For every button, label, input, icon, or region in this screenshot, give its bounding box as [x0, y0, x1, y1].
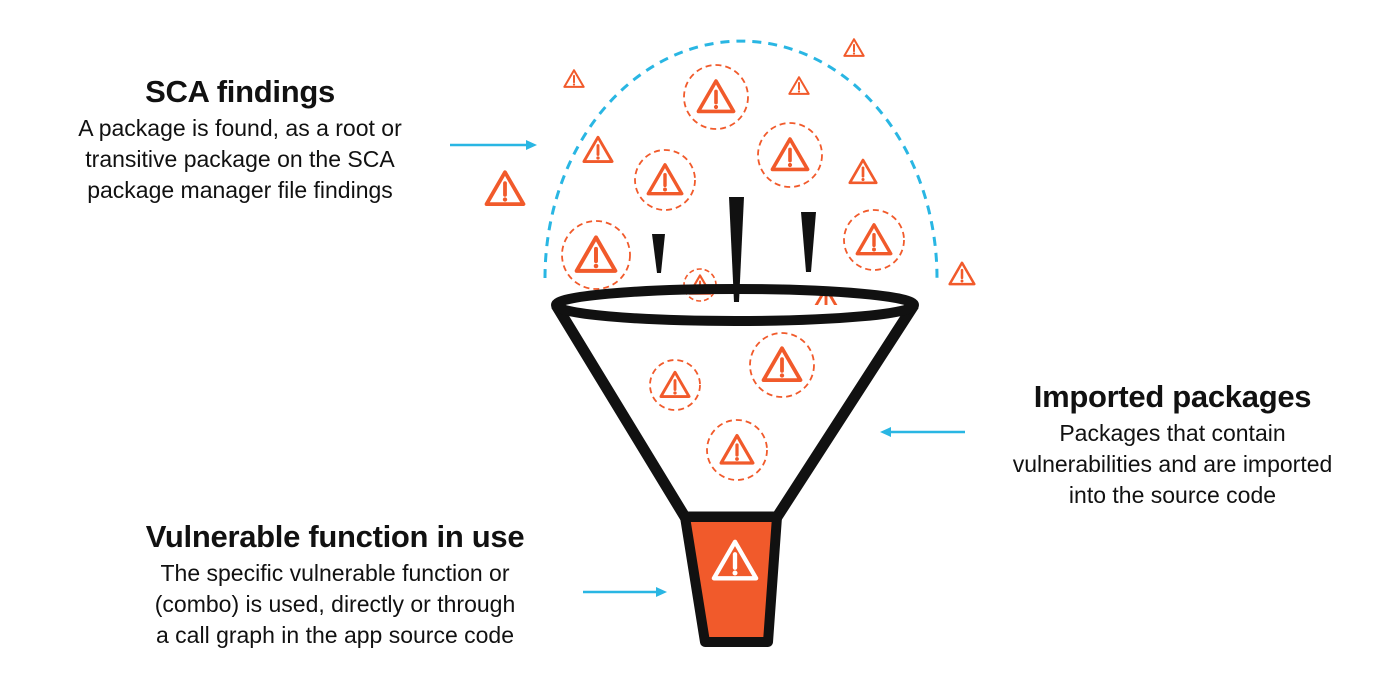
vulnerable-function-title: Vulnerable function in use — [145, 519, 525, 554]
warning-icon — [563, 69, 585, 88]
warning-icon — [848, 158, 878, 185]
warning-icon — [948, 261, 976, 286]
sca-findings-dome — [543, 39, 939, 279]
warning-icon — [649, 359, 701, 411]
funnel — [551, 302, 919, 523]
description-line: into the source code — [1068, 482, 1277, 508]
sca-findings-label: SCA findings A package is found, as a ro… — [30, 75, 450, 206]
funnel-warnings — [649, 332, 815, 481]
description-line: A package is found, as a root or — [78, 115, 402, 141]
funnel-rim — [551, 284, 919, 326]
arrow-to-dome — [450, 140, 537, 150]
sca-findings-title: SCA findings — [145, 74, 335, 109]
vulnerable-function-description: The specific vulnerable function or (com… — [110, 558, 560, 651]
arrow-to-spout — [583, 587, 667, 597]
warning-icon — [484, 170, 526, 207]
description-line: a call graph in the app source code — [155, 622, 515, 648]
warning-icon — [706, 419, 768, 481]
warning-icon — [561, 220, 631, 290]
description-line: package manager file findings — [87, 177, 393, 203]
description-line: transitive package on the SCA — [85, 146, 395, 172]
imported-packages-label: Imported packages Packages that contain … — [980, 380, 1365, 511]
warning-icon — [683, 64, 749, 130]
description-line: Packages that contain — [1059, 420, 1286, 446]
dome-warnings — [484, 38, 976, 314]
warning-icon — [749, 332, 815, 398]
falling-streaks — [652, 197, 816, 302]
imported-packages-description: Packages that contain vulnerabilities an… — [980, 418, 1365, 511]
imported-packages-title: Imported packages — [1033, 379, 1312, 414]
description-line: vulnerabilities and are imported — [1012, 451, 1333, 477]
warning-icon — [634, 149, 696, 211]
vulnerable-function-label: Vulnerable function in use The specific … — [110, 520, 560, 651]
warning-icon — [788, 76, 810, 95]
sca-findings-description: A package is found, as a root or transit… — [30, 113, 450, 206]
warning-icon — [582, 135, 614, 163]
description-line: (combo) is used, directly or through — [154, 591, 516, 617]
description-line: The specific vulnerable function or — [160, 560, 510, 586]
warning-icon — [843, 209, 905, 271]
warning-icon — [843, 38, 865, 57]
arrow-to-funnel — [880, 427, 965, 437]
warning-icon — [757, 122, 823, 188]
